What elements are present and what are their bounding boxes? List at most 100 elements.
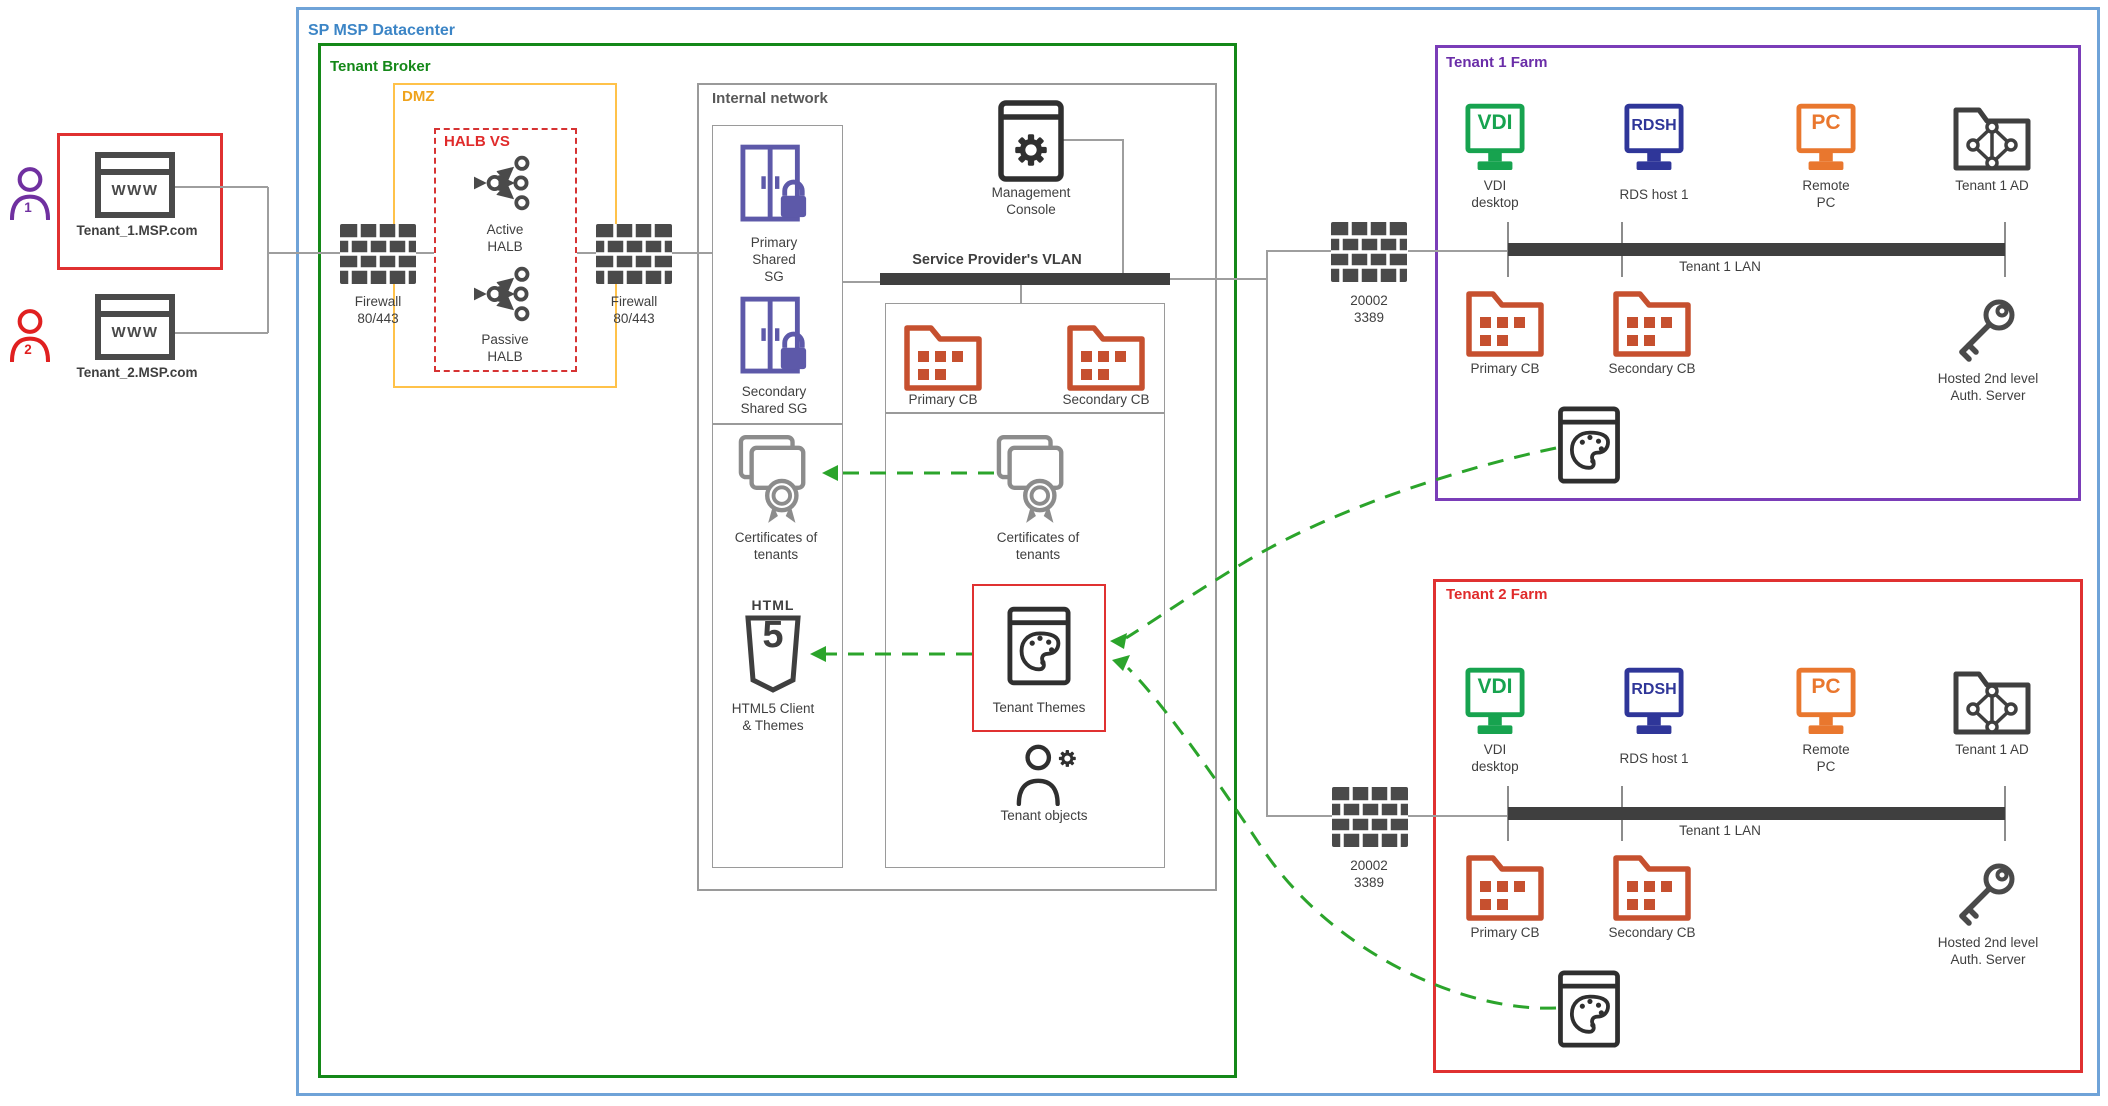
firewall-top-port-1: 20002 [1350,293,1388,308]
farm1-lan-label: Tenant 1 LAN [1679,259,1761,274]
firewall-top-port-2: 3389 [1353,310,1385,325]
farm2-auth-key-icon [1954,858,2020,928]
dash-farm1-themes [1125,446,1557,640]
active-halb-label-1: Active [486,222,524,237]
active-halb-icon [474,152,536,214]
tenant2-farm-title: Tenant 2 Farm [1446,586,1548,603]
farm2-secondary-cb-label: Secondary CB [1608,925,1696,940]
lan1-bar [1508,243,2005,256]
html5-word-text: HTML [751,597,795,613]
farm2-rdsh-label: RDS host 1 [1619,751,1689,766]
secondary-sg-icon [740,296,810,380]
html5-label-2: & Themes [742,718,804,733]
farm1-ad-icon [1952,102,2032,172]
arrowhead-themes-top [1110,633,1127,649]
farm2-pc-label-1: Remote [1802,742,1850,757]
farm2-rdsh-icon [1624,667,1684,743]
farm1-rdsh-label: RDS host 1 [1619,187,1689,202]
certificates-mid-label-2: tenants [1015,547,1061,562]
active-halb-label-2: HALB [487,239,523,254]
arrowhead-certs [822,465,838,481]
farm2-vdi-text: VDI [1477,675,1513,698]
secondary-cb-icon [1066,322,1146,392]
farm2-auth-label-2: Auth. Server [1950,952,2026,967]
farm2-vdi-label-1: VDI [1483,742,1507,757]
farm2-rdsh-text: RDSH [1631,681,1677,698]
client-themes-box [712,424,843,868]
lan2-bar [1508,807,2005,820]
tenant-themes-icon [1007,606,1071,686]
certificates-mid-label-1: Certificates of [996,530,1080,545]
halb-vs-box [434,128,577,372]
tenant2-site-label: Tenant_2.MSP.com [76,365,198,380]
primary-sg-label-1: Primary [750,235,798,250]
primary-cb-label: Primary CB [908,392,978,407]
internal-network-box [697,83,1217,891]
halb-vs-title: HALB VS [444,133,510,150]
firewall-top-icon [1331,222,1407,282]
farm1-secondary-cb-icon [1612,288,1692,358]
wire-mgmt-vlan [1063,139,1124,273]
firewall-bottom-port-1: 20002 [1350,858,1388,873]
shared-sg-box [712,125,843,424]
firewall1-label-2: 80/443 [357,311,399,326]
primary-cb-icon [903,322,983,392]
firewall-bottom-icon [1332,787,1408,847]
tenant1-site-label: Tenant_1.MSP.com [76,223,198,238]
tenant-broker-box [318,43,1237,1078]
internal-network-title: Internal network [712,90,828,107]
farm2-ad-label: Tenant 1 AD [1955,742,2029,757]
secondary-sg-label-1: Secondary [741,384,807,399]
farm1-primary-cb-icon [1465,288,1545,358]
arrowhead-html5 [810,646,826,662]
farm2-auth-label-1: Hosted 2nd level [1937,935,2039,950]
user2-number: 2 [24,342,32,357]
firewall2-icon [596,224,672,284]
dmz-title: DMZ [402,88,435,105]
vlan-label: Service Provider's VLAN [912,252,1082,268]
farm2-ad-icon [1952,666,2032,736]
firewall2-label-1: Firewall [610,294,658,309]
farm1-pc-label-1: Remote [1802,178,1850,193]
primary-sg-icon [740,144,810,228]
tenant-objects-box [885,413,1165,868]
passive-halb-icon [474,263,536,325]
farm2-pc-text: PC [1811,675,1841,698]
user1-number: 1 [24,200,32,215]
cb-box [885,303,1165,413]
tenant-objects-label: Tenant objects [1000,808,1088,823]
farm2-pc-label-2: PC [1816,759,1836,774]
certificates-left-icon [738,434,812,526]
farm1-vdi-label-2: desktop [1471,195,1519,210]
wire-farm-trunk [1266,250,1332,817]
dash-farm2-themes [1126,666,1557,1010]
farm1-auth-key-icon [1954,294,2020,364]
farm1-ad-label: Tenant 1 AD [1955,178,2029,193]
farm1-theme-icon [1556,406,1622,484]
management-console-icon [998,100,1064,182]
farm2-lan-label: Tenant 1 LAN [1679,823,1761,838]
farm1-auth-label-1: Hosted 2nd level [1937,371,2039,386]
tenant1-farm-box [1435,45,2081,501]
tenant-themes-highlight-box [972,584,1106,732]
farm1-pc-text: PC [1811,111,1841,134]
html5-number-text: 5 [762,614,784,656]
vlan-bar [880,273,1170,285]
tenant-objects-icon [1012,742,1080,806]
primary-sg-label-2: Shared [752,252,796,267]
datacenter-box [296,7,2100,1096]
passive-halb-label-1: Passive [481,332,529,347]
management-console-label-1: Management [991,185,1071,200]
farm2-primary-cb-icon [1465,852,1545,922]
farm2-secondary-cb-icon [1612,852,1692,922]
html5-label-1: HTML5 Client [731,701,815,716]
certificates-left-label-1: Certificates of [734,530,818,545]
tenant2-farm-box [1433,579,2083,1073]
farm1-pc-label-2: PC [1816,195,1836,210]
management-console-label-2: Console [1006,202,1056,217]
farm2-theme-icon [1556,970,1622,1048]
browser2-www-text: WWW [111,324,159,341]
tenant1-site-highlight-box [57,133,223,270]
